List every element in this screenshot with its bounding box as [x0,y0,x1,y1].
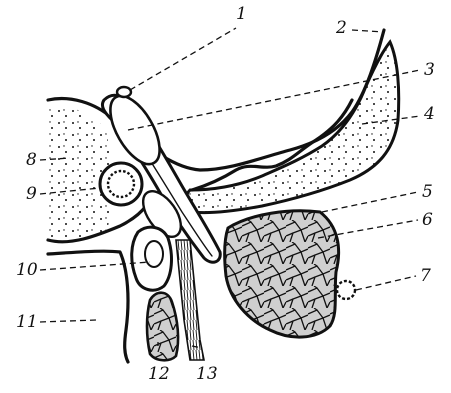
label-7: 7 [420,268,431,285]
pharyngeal-wall [48,251,128,362]
leader-1 [130,28,236,90]
label-1: 1 [236,6,247,23]
label-8: 8 [26,152,37,169]
small-nerve [117,87,131,97]
label-4: 4 [424,106,435,123]
leader-2 [352,30,384,32]
label-10: 10 [16,262,38,279]
bony-plate [186,42,399,213]
label-6: 6 [422,212,433,229]
leader-7 [356,276,416,290]
label-3: 3 [424,62,435,79]
label-11: 11 [16,314,38,331]
label-2: 2 [336,20,347,37]
label-12: 12 [148,366,170,383]
leader-11 [40,320,96,322]
gland-mass [225,211,339,337]
label-13: 13 [196,366,218,383]
fiber-bundle [176,240,204,360]
tonsil-inner [145,241,163,267]
lower-gland [147,293,178,361]
lymph-node [337,281,355,299]
leader-5 [322,192,418,212]
vessel-inner-ring [108,171,134,197]
label-5: 5 [422,184,433,201]
label-9: 9 [26,186,37,203]
